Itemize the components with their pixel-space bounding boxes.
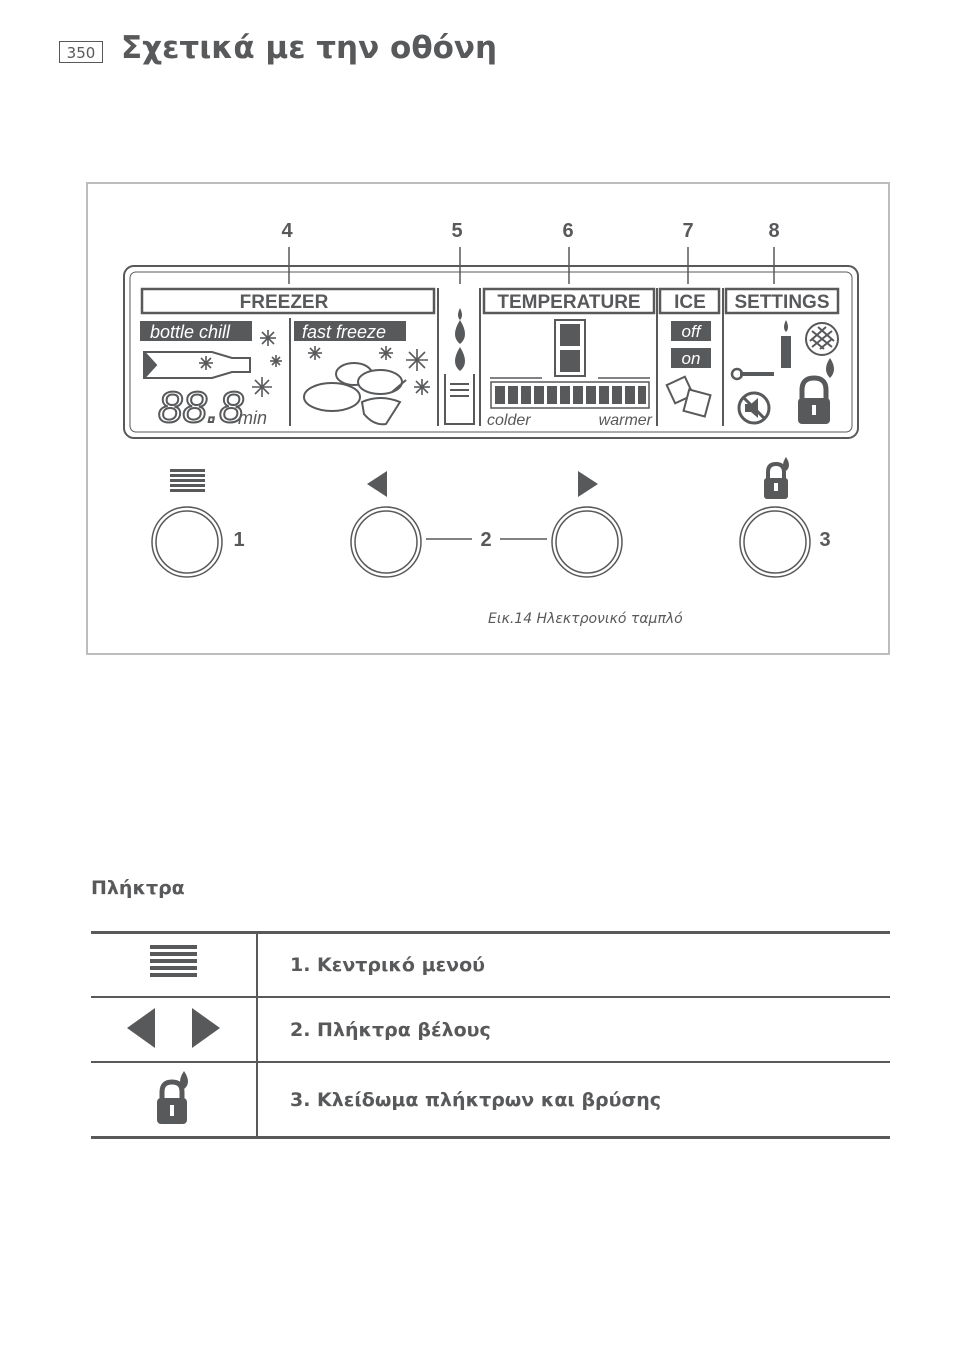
fridge-icon: [554, 319, 586, 377]
mute-icon: [737, 391, 771, 425]
right-arrow-button[interactable]: [551, 506, 623, 578]
bottle-chill-label: bottle chill: [150, 322, 231, 342]
button-number-1: 1: [233, 529, 244, 551]
menu-lines-icon: [149, 945, 197, 977]
timer-unit: min: [238, 408, 267, 428]
page-number: 350: [59, 41, 103, 63]
ice-cubes-icon: [665, 375, 712, 418]
filter-icon: [805, 322, 839, 356]
key-label-menu: 1. Κεντρικό μενού: [257, 931, 890, 998]
ice-on-label: on: [682, 349, 701, 368]
settings-lock-drop-icon: [798, 358, 834, 424]
table-row: 2. Πλήκτρα βέλους: [91, 997, 890, 1063]
table-row: 1. Κεντρικό μενού: [91, 931, 890, 998]
glass-icon: [444, 374, 475, 425]
freezer-label: FREEZER: [240, 292, 329, 313]
candle-icon: [781, 320, 791, 368]
arrow-left-right-icon: [126, 1007, 220, 1048]
callout-5: 5: [451, 220, 462, 242]
lock-drop-icon: [156, 1070, 188, 1124]
menu-lines-icon: [170, 469, 205, 492]
button-number-3: 3: [819, 529, 830, 551]
fast-freeze-label: fast freeze: [302, 322, 386, 342]
snowflake-icons: [199, 330, 430, 397]
callout-8: 8: [768, 220, 779, 242]
control-panel-figure: 4 5 6 7 8 FREEZER bottle chill fast free…: [86, 182, 890, 655]
control-panel-illustration: 4 5 6 7 8 FREEZER bottle chill fast free…: [123, 220, 859, 578]
wrench-icon: [730, 367, 774, 381]
water-drops-icon: [455, 308, 465, 371]
keys-section-title: Πλήκτρα: [91, 877, 185, 899]
timer-digits: 88.8: [158, 383, 244, 432]
settings-label: SETTINGS: [734, 292, 829, 313]
lock-drop-icon: [764, 457, 789, 499]
keys-table: 1. Κεντρικό μενού 2. Πλήκτρα βέλους 3. Κ…: [91, 931, 890, 1139]
left-arrow-icon: [367, 471, 387, 497]
callout-4: 4: [281, 220, 293, 242]
table-row: 3. Κλείδωμα πλήκτρων και βρύσης: [91, 1062, 890, 1139]
right-arrow-icon: [578, 471, 598, 497]
callout-6: 6: [562, 220, 573, 242]
temperature-label: TEMPERATURE: [497, 292, 640, 313]
colder-label: colder: [487, 412, 531, 429]
key-label-arrows: 2. Πλήκτρα βέλους: [257, 997, 890, 1063]
left-arrow-button[interactable]: [350, 506, 422, 578]
button-number-2: 2: [480, 529, 491, 551]
temperature-bar: [490, 381, 650, 409]
lock-button[interactable]: [739, 506, 811, 578]
ice-off-label: off: [682, 322, 703, 341]
key-label-lock: 3. Κλείδωμα πλήκτρων και βρύσης: [257, 1062, 890, 1139]
figure-caption: Εικ.14 Ηλεκτρονικό ταμπλό: [488, 611, 683, 627]
warmer-label: warmer: [599, 412, 653, 429]
bottle-icon: [143, 351, 251, 379]
menu-button[interactable]: [151, 506, 223, 578]
page-title: Σχετικά με την οθόνη: [121, 30, 498, 66]
frozen-food-icon: [303, 362, 407, 426]
callout-7: 7: [682, 220, 693, 242]
display-panel: [123, 265, 859, 439]
ice-label: ICE: [674, 292, 706, 313]
